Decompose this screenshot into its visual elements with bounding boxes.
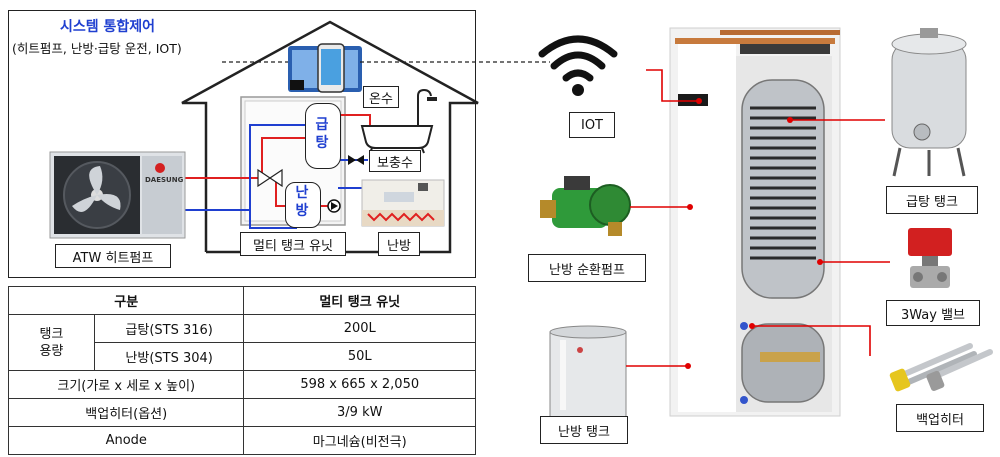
row-hot-water-label: 급탕(STS 316): [93, 314, 245, 343]
hot-water-storage-tank-photo: [891, 28, 967, 177]
table-row: 탱크 용량 급탕(STS 316) 200L: [8, 314, 476, 371]
row-heater-label: 백업히터(옵션): [7, 398, 245, 427]
hot-pipe-4: [340, 114, 371, 128]
multi-tank-label: 멀티 탱크 유닛: [240, 232, 346, 256]
makeup-water-label: 보충수: [369, 150, 421, 172]
hot-pipe-2: [261, 137, 305, 178]
top-pipes: [675, 30, 840, 54]
table-row: 크기(가로 x 세로 x 높이) 598 x 665 x 2,050: [7, 370, 476, 399]
warm-water-label: 온수: [363, 86, 399, 108]
backup-heater-label: 백업히터: [896, 404, 984, 432]
hot-water-char-1: 급: [315, 117, 329, 133]
three-way-valve-photo: [908, 228, 952, 288]
heating-tank-photo: [549, 325, 627, 419]
heat-pump-unit-icon: [49, 151, 186, 239]
circulation-pump-icon: [540, 176, 631, 236]
tank-capacity-line-2: 용량: [39, 343, 64, 359]
system-title: 시스템 통합제어: [60, 19, 156, 35]
three-way-valve-icon: [257, 168, 283, 188]
table-header-category: 구분: [7, 286, 245, 315]
heat-pump-label: ATW 히트펌프: [55, 244, 171, 268]
floor-heating-label: 난방: [378, 232, 420, 256]
hot-water-tank-label: 급탕 탱크: [886, 186, 978, 214]
table-row: Anode 마그네슘(비전극): [7, 426, 476, 455]
heating-char-2: 방: [295, 203, 309, 219]
wifi-icon: [538, 35, 618, 96]
table-row: 백업히터(옵션) 3/9 kW: [7, 398, 476, 427]
row-anode-label: Anode: [7, 426, 245, 455]
diagram-heating-tank-label: 난 방: [285, 184, 319, 220]
controller-tablet-icon: [288, 43, 362, 93]
row-size-value: 598 x 665 x 2,050: [243, 370, 476, 399]
table-row: 난방(STS 304) 50L: [9, 342, 476, 371]
heating-tank-label: 난방 탱크: [540, 416, 628, 444]
system-diagram-panel: [8, 10, 476, 278]
iot-to-house-dashed: [360, 61, 550, 63]
diagram-hot-water-tank: [305, 103, 341, 169]
diagram-heating-tank: [285, 182, 321, 228]
row-hot-water-value: 200L: [243, 314, 476, 343]
pump-symbol-icon: [327, 199, 341, 213]
heating-char-1: 난: [295, 185, 309, 201]
unit-cutaway-diagram: [538, 27, 993, 419]
leader-dots: [685, 98, 823, 369]
row-heater-value: 3/9 kW: [243, 398, 476, 427]
row-heating-value: 50L: [243, 342, 476, 371]
floor-heating-room-icon: [361, 179, 445, 227]
tank-capacity-cell: 탱크 용량: [8, 314, 95, 371]
tank-capacity-line-1: 탱크: [39, 326, 64, 342]
heat-pump-brand: DAESUNG: [145, 176, 184, 184]
pump-label: 난방 순환펌프: [528, 254, 646, 282]
iot-label: IOT: [569, 112, 615, 138]
makeup-valve-icon: [348, 155, 364, 165]
diagram-hot-water-tank-label: 급 탕: [305, 116, 339, 152]
valve-label: 3Way 밸브: [886, 300, 980, 326]
table-header-row: 구분 멀티 탱크 유닛: [7, 286, 476, 315]
cold-pipe-1: [185, 124, 305, 211]
bathtub-icon: [360, 88, 437, 154]
control-panel: [678, 94, 708, 106]
table-header-unit: 멀티 탱크 유닛: [243, 286, 476, 315]
row-anode-value: 마그네슘(비전극): [243, 426, 476, 455]
system-subtitle: (히트펌프, 난방·급탕 운전, IOT): [12, 41, 182, 56]
row-heating-label: 난방(STS 304): [93, 342, 245, 371]
row-size-label: 크기(가로 x 세로 x 높이): [7, 370, 245, 399]
backup-heater-photo: [889, 343, 993, 392]
heating-coil: [750, 106, 816, 260]
hot-water-char-2: 탕: [315, 135, 329, 151]
spec-table: 구분 멀티 탱크 유닛 탱크 용량 급탕(STS 316) 200L 난방(ST…: [7, 286, 476, 455]
heating-tank-shell: [741, 323, 825, 403]
leader-lines: [626, 69, 890, 367]
